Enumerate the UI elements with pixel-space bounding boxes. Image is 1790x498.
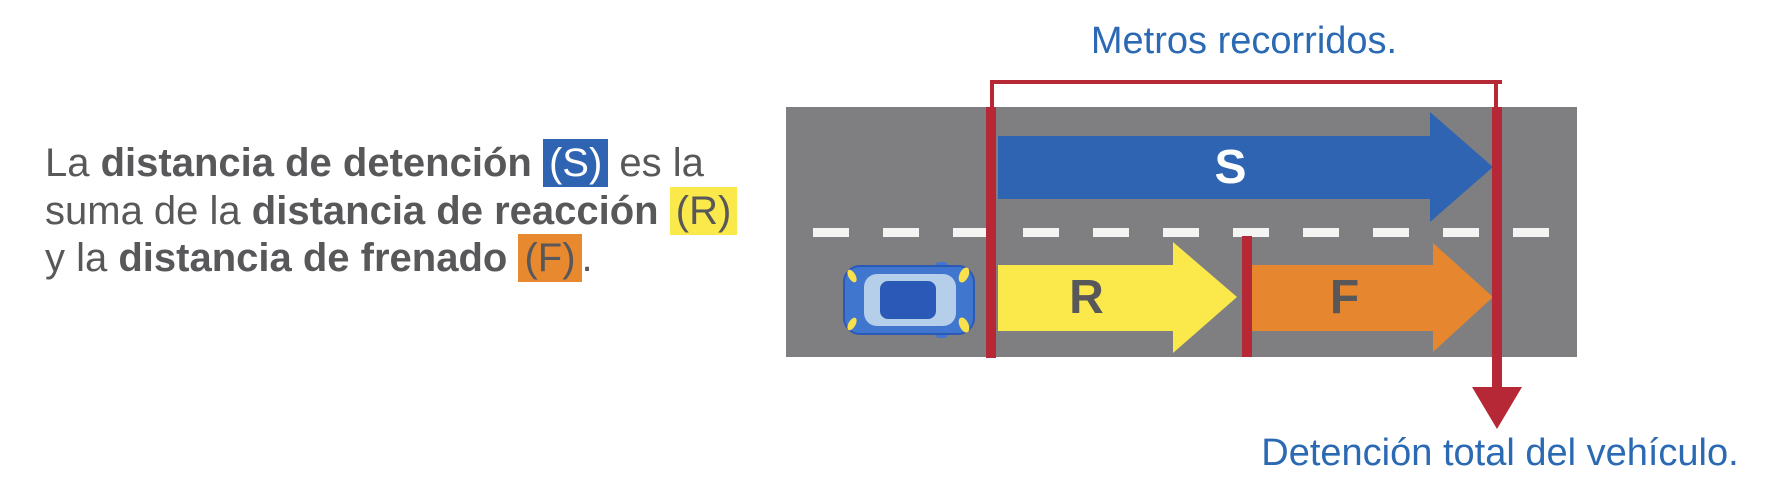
measure-bracket-right-leg <box>1494 80 1498 108</box>
down-arrow-icon <box>1472 387 1522 429</box>
text-segment: . <box>581 236 593 280</box>
text-segment: distancia de frenado <box>118 236 508 280</box>
measure-bracket-bar <box>990 80 1502 84</box>
arrow-label-r: R <box>1069 271 1104 324</box>
total-stop-label: Detención total del vehículo. <box>1261 432 1739 474</box>
stop-marker-line <box>1492 107 1502 388</box>
text-segment: es la <box>608 141 704 185</box>
highlight-s-chip: (S) <box>542 139 609 187</box>
text-segment: y la <box>45 236 119 280</box>
text-segment: La <box>45 141 101 185</box>
description-line: suma de la distancia de reacción (R) <box>45 186 755 236</box>
description-line: y la distancia de frenado (F). <box>45 234 755 283</box>
text-segment: distancia de detención <box>100 141 532 185</box>
text-segment <box>507 236 518 280</box>
start-marker-line <box>986 107 996 358</box>
arrow-label-f: F <box>1329 271 1360 324</box>
description-line: La distancia de detención (S) es la <box>45 139 755 188</box>
brake-start-marker-line <box>1242 236 1252 357</box>
text-segment: suma de la <box>45 188 252 233</box>
measure-bracket-left-leg <box>990 80 994 108</box>
text-segment: distancia de reacción <box>251 188 659 233</box>
car-icon <box>843 262 975 338</box>
text-segment <box>532 141 543 185</box>
arrow-label-s: S <box>1214 140 1247 194</box>
lane-divider-dashes <box>786 228 1577 237</box>
highlight-r-chip: (R) <box>669 186 738 235</box>
text-segment <box>659 189 670 233</box>
meters-travelled-label: Metros recorridos. <box>1090 20 1398 62</box>
highlight-f-chip: (F) <box>518 234 582 282</box>
